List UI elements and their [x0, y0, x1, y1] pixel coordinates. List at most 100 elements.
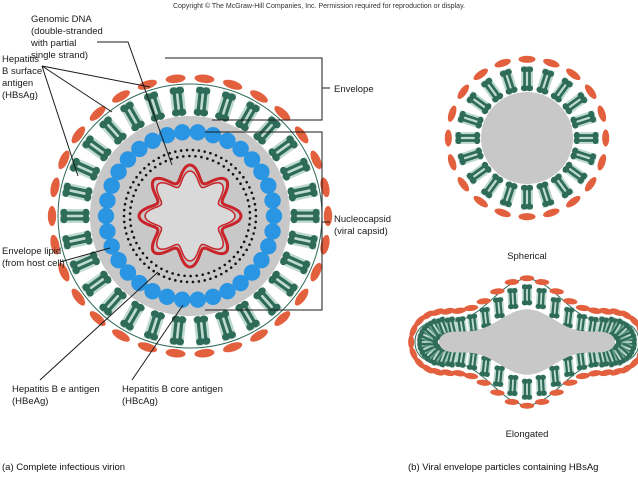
envelope-protein-unit: [534, 374, 550, 405]
hbsag-protein-icon: [47, 206, 57, 226]
hbsag-head: [536, 86, 544, 93]
hbsag-head: [103, 307, 112, 316]
hbsag-head: [521, 284, 528, 290]
hbsag-protein-icon: [310, 262, 322, 282]
hbsag-protein-icon: [71, 126, 86, 144]
envelope-protein-unit: [518, 184, 536, 221]
hbsag-head: [520, 203, 529, 210]
hbsag-stalk: [64, 190, 88, 199]
hbeag-dot: [132, 194, 135, 198]
hbsag-head: [614, 335, 620, 342]
hbeag-dot: [159, 162, 162, 166]
hbsag-head: [459, 158, 466, 166]
hbsag-stalk: [65, 239, 89, 247]
hbsag-head: [485, 191, 493, 199]
hbsag-stalk: [292, 233, 316, 242]
hbsag-head: [471, 365, 478, 371]
hbeag-dot: [207, 271, 210, 275]
hbsag-stalk: [568, 308, 573, 326]
hbsag-stalk: [617, 330, 634, 339]
hbsag-protein-icon: [71, 288, 86, 306]
hbeag-dot: [126, 191, 130, 195]
caption-a: (a) Complete infectious virion: [2, 462, 125, 473]
hbsag-stalk: [223, 313, 234, 337]
hbsag-stalk: [292, 190, 316, 199]
envelope-protein-unit: [562, 161, 597, 192]
envelope-protein-unit: [570, 105, 607, 129]
hbeag-dot: [175, 156, 179, 159]
hbeag-dot: [154, 264, 158, 267]
hbsag-head: [492, 95, 500, 103]
hbeag-dot: [129, 224, 133, 228]
hbeag-dot: [203, 279, 206, 282]
hbsag-head: [603, 361, 610, 367]
hbsag-head: [626, 352, 633, 359]
hbsag-protein-icon: [447, 105, 457, 122]
hbeag-dot: [211, 159, 215, 162]
hbsag-stalk: [127, 307, 142, 329]
hbsag-stalk: [471, 94, 489, 108]
hbsag-stalk: [457, 318, 462, 336]
hbsag-stalk: [568, 358, 573, 376]
hbcag-subunit: [110, 163, 127, 180]
hbcag-subunit: [264, 192, 281, 209]
envelope-bracket: [165, 57, 323, 121]
hbsag-protein-icon: [430, 368, 445, 376]
envelope-protein-unit: [550, 68, 581, 103]
hbsag-head: [629, 328, 635, 335]
envelope-protein-unit: [447, 105, 484, 129]
hbeag-dot: [149, 169, 152, 173]
hbsag-head: [62, 188, 70, 197]
hbsag-head: [540, 288, 547, 294]
hbsag-head: [280, 166, 288, 176]
hbeag-dot: [137, 183, 141, 187]
hbsag-stalk: [555, 298, 560, 316]
hbsag-head: [240, 300, 249, 309]
hbeag-dot: [144, 173, 148, 177]
hbcag-subunit: [260, 238, 277, 255]
hbsag-head: [199, 315, 209, 323]
hbsag-head: [580, 172, 588, 180]
hbeag-dot: [248, 217, 252, 220]
hbcag-subunit: [243, 264, 261, 281]
hbsag-protein-icon: [597, 105, 607, 122]
hbcag-subunit: [265, 207, 283, 225]
hbsag-stalk: [243, 106, 258, 128]
hbsag-head: [99, 120, 108, 129]
hbsag-head: [268, 148, 277, 157]
envelope-protein-unit: [290, 206, 333, 226]
hbsag-head: [550, 92, 558, 100]
hbsag-stalk: [611, 319, 622, 336]
hbeag-dot: [195, 274, 199, 277]
envelope-protein-unit: [89, 287, 127, 326]
hbeag-dot: [238, 171, 242, 174]
envelope-protein-unit: [536, 181, 560, 218]
envelope-protein-unit: [50, 177, 93, 202]
hbsag-head: [169, 87, 179, 95]
hbsag-head: [310, 235, 318, 244]
hbsag-stalk: [528, 67, 531, 89]
hbsag-head: [290, 214, 298, 224]
envelope-protein-unit: [494, 181, 518, 218]
hbsag-head: [577, 92, 585, 100]
envelope-protein-unit: [490, 288, 505, 319]
hbsag-head: [536, 288, 543, 294]
hbsag-head: [507, 390, 514, 396]
hbeag-dot: [185, 280, 189, 284]
hbeag-dot: [138, 171, 142, 174]
hbsag-protein-icon: [447, 154, 457, 171]
hbeag-dot: [222, 165, 226, 168]
hbsag-head: [448, 362, 455, 368]
hbsag-stalk: [487, 79, 501, 97]
hbsag-head: [475, 121, 482, 129]
hbsag-head: [474, 131, 481, 140]
nucleocapsid-ring: [97, 124, 283, 308]
hbsag-head: [455, 136, 462, 145]
hbeag-dot: [239, 245, 243, 249]
hbsag-head: [100, 153, 108, 162]
hbsag-protein-icon: [504, 279, 520, 286]
hbsag-stalk: [468, 164, 486, 178]
hbeag-dot: [157, 156, 161, 160]
hbsag-stalk: [509, 377, 513, 395]
envelope-protein-unit: [234, 90, 268, 132]
